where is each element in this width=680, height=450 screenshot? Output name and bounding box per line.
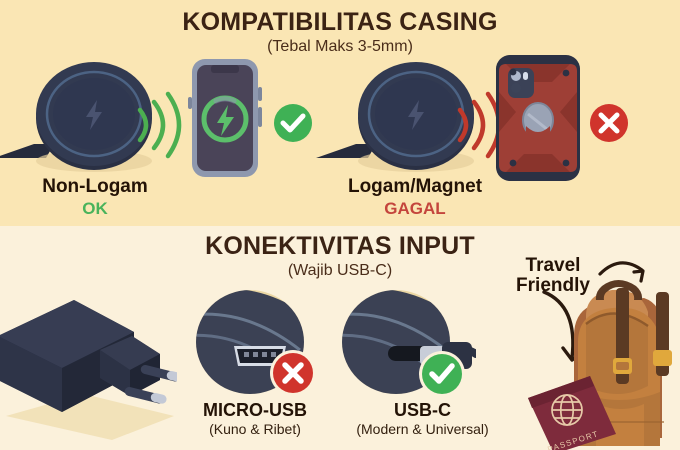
label-logam-magnet: Logam/Magnet (347, 176, 483, 197)
label-usb-c: USB-C (394, 400, 451, 420)
status-logam-magnet: GAGAL (384, 199, 446, 218)
wireless-charger-pad-pass (0, 62, 152, 172)
sublabel-usb-c: (Modern & Universal) (356, 421, 489, 437)
travel-friendly-label: Travel Friendly (498, 256, 608, 296)
casing-subtitle: (Tebal Maks 3-5mm) (267, 38, 413, 55)
wireless-wave-pass-icon (137, 91, 182, 159)
label-micro-usb: MICRO-USB (203, 400, 307, 420)
status-non-logam: OK (82, 199, 108, 218)
input-title: KONEKTIVITAS INPUT (205, 232, 475, 260)
rugged-metal-case-fail (496, 55, 580, 181)
sublabel-micro-usb: (Kuno & Ribet) (209, 421, 301, 437)
cross-badge-icon-casing (590, 104, 628, 142)
travel-friendly-line2: Friendly (516, 275, 590, 296)
micro-usb-port-illustration (196, 290, 316, 396)
wireless-charger-pad-fail (316, 62, 474, 172)
curved-arrow-top-icon (598, 261, 645, 283)
wall-charger-adapter (0, 300, 177, 440)
globe-icon (551, 394, 583, 426)
phone-charging-pass (188, 59, 262, 177)
usb-c-port-illustration (342, 290, 476, 397)
label-non-logam: Non-Logam (42, 176, 148, 197)
check-badge-icon-casing (274, 104, 312, 142)
input-subtitle: (Wajib USB-C) (287, 262, 393, 279)
passport-illustration: PASSPORT (528, 376, 616, 450)
travel-friendly-line1: Travel (525, 255, 581, 276)
casing-title: KOMPATIBILITAS CASING (182, 8, 498, 36)
